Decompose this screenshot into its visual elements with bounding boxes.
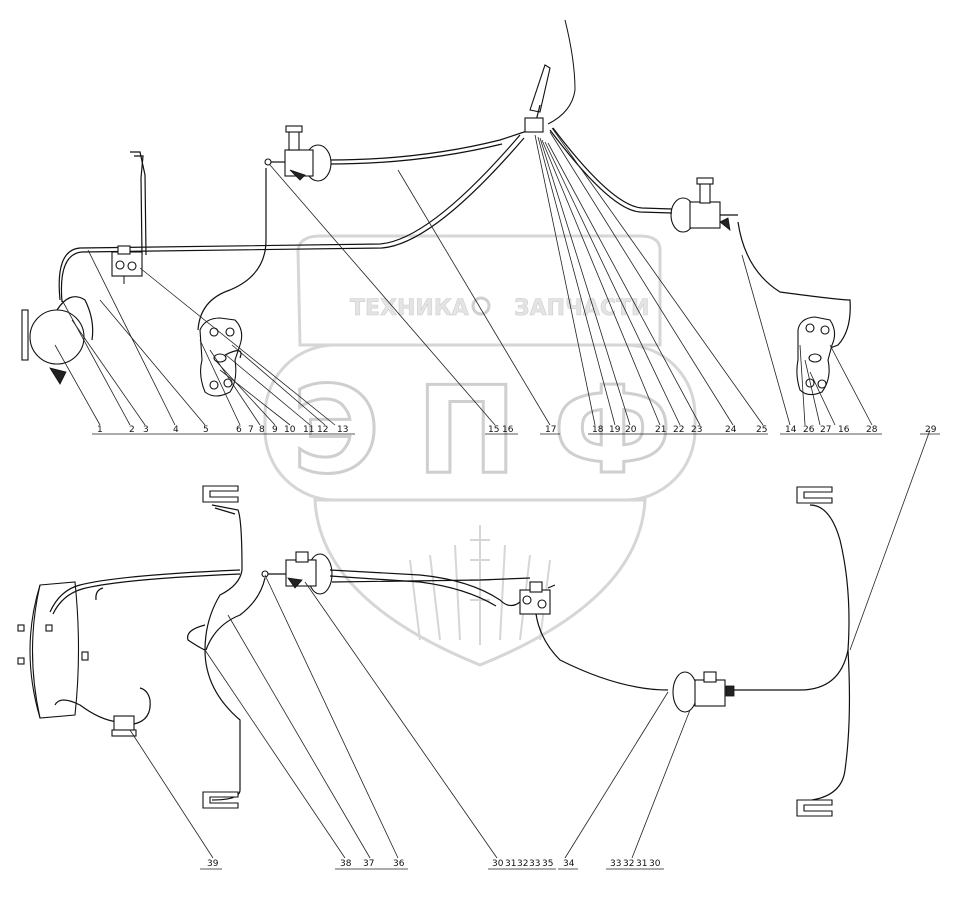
callout-15: 15 [488,425,499,435]
callout-23: 23 [691,425,702,435]
leader-lines-bottom [129,574,691,859]
callout-20: 20 [625,425,637,435]
relay-valve [261,551,333,595]
callout-21: 21 [655,425,666,435]
callout-22: 22 [673,425,684,435]
callout-16b: 16 [838,425,850,435]
callouts-bottom: 39 38 37 36 30 31 32 33 35 34 33 32 31 3… [207,859,661,869]
right-brake-caliper [796,316,836,396]
callout-30b: 30 [649,859,661,869]
callout-1: 1 [97,425,103,435]
right-upper-bracket [796,486,833,504]
callout-13: 13 [337,425,348,435]
callout-33: 33 [529,859,540,869]
watermark: ТЕХНИКА ЗАПЧАСТИ ЭПФ [263,234,697,667]
callout-12: 12 [317,425,328,435]
callout-7: 7 [248,425,254,435]
callout-6: 6 [236,425,242,435]
brake-pedal [529,64,551,113]
callout-36: 36 [393,859,405,869]
callout-17: 17 [545,425,556,435]
callout-34: 34 [563,859,575,869]
left-brake-booster [264,125,332,182]
wheat-icon [409,525,551,645]
callout-16: 16 [502,425,514,435]
callout-32: 32 [517,859,528,869]
callout-28: 28 [866,425,878,435]
brake-control-valve [519,581,556,615]
leader-lines-top [54,127,931,651]
watermark-right-word: ЗАПЧАСТИ [514,296,649,321]
main-air-tank [17,569,241,723]
callout-4: 4 [173,425,179,435]
callouts-top: 1 2 3 4 5 6 7 8 9 10 11 12 13 15 16 17 1… [97,425,937,435]
callout-33b: 33 [610,859,621,869]
callout-19: 19 [609,425,621,435]
callout-31b: 31 [636,859,647,869]
rear-brake-circuit [17,485,851,817]
callout-25: 25 [756,425,767,435]
right-brake-booster [670,177,738,233]
callout-30: 30 [492,859,504,869]
front-brake-circuit [21,19,851,397]
callout-8: 8 [259,425,265,435]
rear-relay-valve [672,504,851,801]
watermark-logo-letters: ЭПФ [292,362,672,501]
callout-5: 5 [203,425,209,435]
callout-39: 39 [207,859,219,869]
callout-3: 3 [143,425,149,435]
drain-valve [111,687,151,737]
callout-32b: 32 [623,859,634,869]
callout-26: 26 [803,425,815,435]
left-air-reservoir [21,296,94,385]
callout-31: 31 [505,859,516,869]
watermark-shield [296,234,662,347]
callout-11: 11 [303,425,314,435]
pedal-bracket [524,117,544,133]
gear-icon [471,296,491,316]
callout-2: 2 [129,425,135,435]
callout-10: 10 [284,425,296,435]
left-upper-bracket [202,485,239,503]
callout-29: 29 [925,425,937,435]
watermark-shield-bottom [313,498,647,667]
main-pipe [58,134,521,301]
left-lower-bracket [202,791,239,809]
right-lower-bracket [796,799,833,817]
pressure-valve [111,245,143,284]
callout-27: 27 [820,425,831,435]
callout-35: 35 [542,859,553,869]
callout-24: 24 [725,425,737,435]
callout-37: 37 [363,859,374,869]
callout-18: 18 [592,425,604,435]
watermark-banner [263,343,697,502]
callout-38: 38 [340,859,352,869]
callout-9: 9 [272,425,278,435]
watermark-left-word: ТЕХНИКА [350,296,469,321]
callout-14: 14 [785,425,797,435]
